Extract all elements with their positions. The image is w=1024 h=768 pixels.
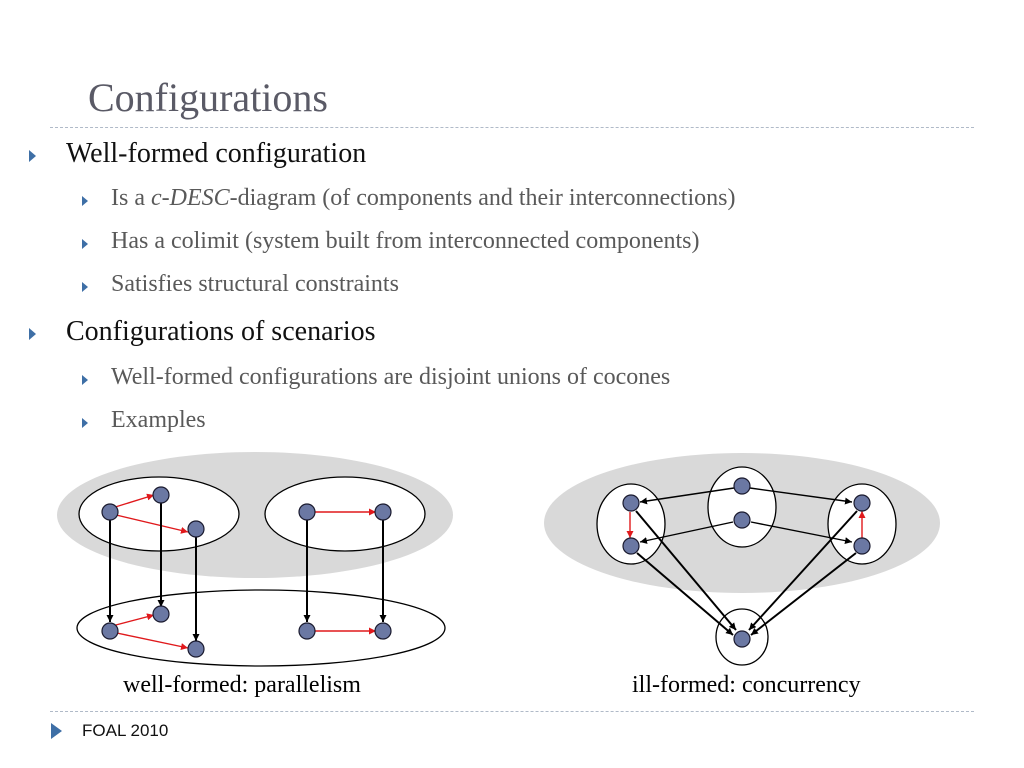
component-left-b xyxy=(264,476,426,552)
component-right-a xyxy=(596,483,666,565)
black-arrow xyxy=(639,521,734,544)
black-arrow xyxy=(639,487,735,505)
slide-title: Configurations xyxy=(88,75,328,120)
node xyxy=(152,486,170,504)
black-arrow xyxy=(750,552,857,636)
node xyxy=(733,511,751,529)
caption-parallelism: well-formed: parallelism xyxy=(123,672,361,698)
node xyxy=(101,622,119,640)
concurrency-diagram xyxy=(544,453,940,666)
component-right-b xyxy=(707,466,777,548)
node xyxy=(733,630,751,648)
node xyxy=(298,622,316,640)
sub-bullet-marker-icon xyxy=(82,282,88,292)
parallelism-diagram xyxy=(57,452,453,667)
bullet-scenarios: Configurations of scenarios xyxy=(66,316,376,347)
sub-bullet-marker-icon xyxy=(82,375,88,385)
title-divider xyxy=(50,127,974,128)
bullet-marker-icon xyxy=(29,328,36,340)
bullet-marker-icon xyxy=(29,150,36,162)
node xyxy=(733,477,751,495)
node xyxy=(101,503,119,521)
caption-concurrency: ill-formed: concurrency xyxy=(632,672,861,698)
sub-bullet-marker-icon xyxy=(82,418,88,428)
node xyxy=(152,605,170,623)
sub-bullet-marker-icon xyxy=(82,239,88,249)
node xyxy=(187,520,205,538)
red-arrow xyxy=(111,513,189,534)
footer-label: FOAL 2010 xyxy=(82,721,169,740)
sub-bullet-constraints: Satisfies structural constraints xyxy=(111,271,399,297)
node xyxy=(298,503,316,521)
sub-bullet-colimit: Has a colimit (system built from interco… xyxy=(111,228,700,254)
sub-bullet-cdesc: Is a c-DESC-diagram (of components and t… xyxy=(111,185,736,211)
red-arrow xyxy=(111,493,155,509)
node xyxy=(622,537,640,555)
node xyxy=(853,494,871,512)
black-arrow xyxy=(636,552,734,636)
black-arrow xyxy=(748,510,858,631)
node xyxy=(374,503,392,521)
red-arrow xyxy=(111,613,155,627)
red-arrow xyxy=(111,631,189,650)
footer-marker-icon xyxy=(51,723,62,739)
black-arrow xyxy=(750,521,853,545)
black-arrow xyxy=(635,510,737,631)
colimit-left xyxy=(76,589,446,667)
sub-bullet-examples: Examples xyxy=(111,407,206,433)
node xyxy=(622,494,640,512)
sub-bullet-marker-icon xyxy=(82,196,88,206)
node xyxy=(187,640,205,658)
bullet-well-formed: Well-formed configuration xyxy=(66,138,367,169)
node xyxy=(853,537,871,555)
footer-divider xyxy=(50,711,974,712)
sub-bullet-cocones: Well-formed configurations are disjoint … xyxy=(111,364,671,390)
node xyxy=(374,622,392,640)
black-arrow xyxy=(749,487,853,505)
